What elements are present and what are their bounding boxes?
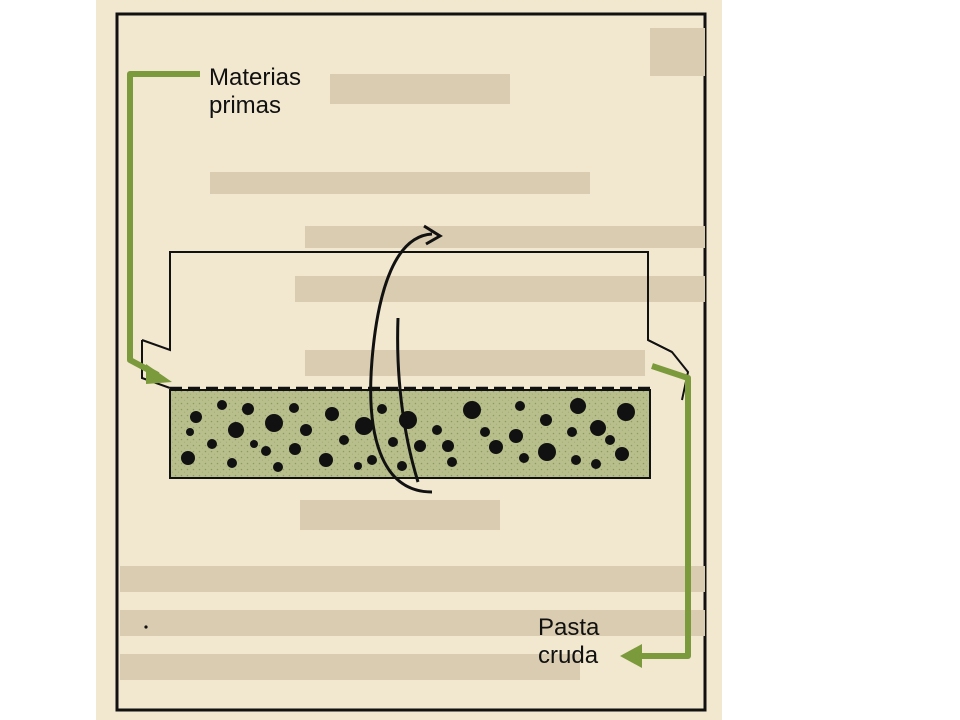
figure-frame — [115, 12, 707, 712]
outlet-arrow-icon — [620, 363, 691, 668]
inlet-arrow-icon — [127, 71, 200, 384]
inlet-label-line-1: Materias — [209, 64, 302, 91]
outlet-label: Pasta cruda — [538, 614, 599, 670]
stone-particles — [181, 398, 635, 472]
rotation-arrow-icon — [369, 224, 443, 494]
outlet-label-line-2: cruda — [538, 642, 599, 669]
inlet-label: Materias primas — [209, 64, 301, 120]
paper-speck — [144, 625, 148, 629]
outlet-label-line-1: Pasta — [538, 614, 600, 641]
drum-inlet-lip — [141, 340, 171, 389]
bleed-through-shading — [120, 28, 705, 680]
inlet-label-line-2: primas — [209, 92, 282, 119]
